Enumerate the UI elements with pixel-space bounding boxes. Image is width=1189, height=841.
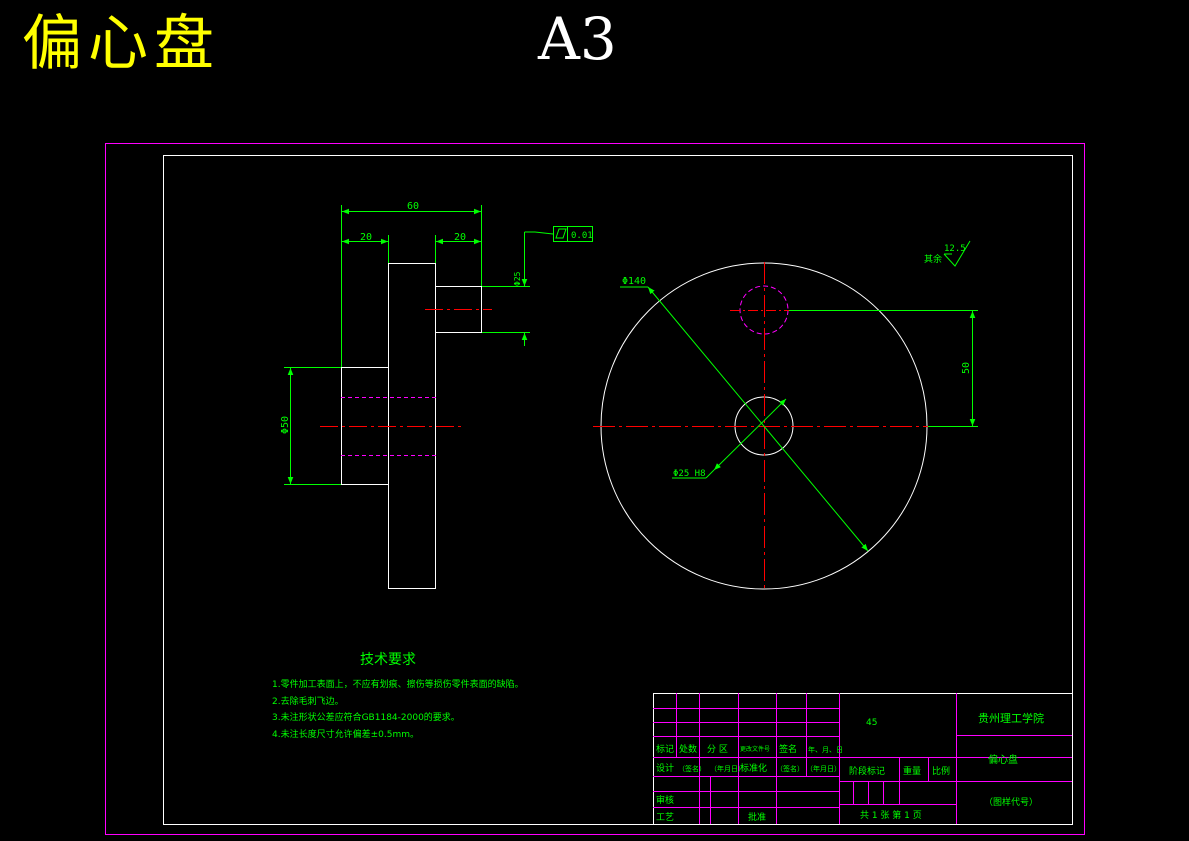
tb-sign1: （签名） — [678, 764, 706, 773]
dim-text-20-right: 20 — [454, 232, 466, 243]
roughness-value: 12.5 — [944, 244, 966, 254]
tb-date1: （年月日） — [710, 764, 745, 773]
tb-craft: 工艺 — [656, 812, 674, 823]
dim-line-dia-25 — [713, 398, 787, 471]
tb-sign2: （签名） — [776, 764, 804, 773]
tb-drawing-name: 偏心盘 — [988, 753, 1018, 766]
tb-sign: 签名 — [779, 743, 797, 755]
tb-mark: 标记 — [656, 743, 674, 755]
dim-text-60: 60 — [407, 201, 419, 212]
tb-material: 45 — [866, 718, 877, 728]
tb-sheets: 共 1 张 第 1 页 — [860, 809, 922, 821]
tb-date2: （年月日） — [806, 764, 841, 773]
dim-text-pin: Φ25 — [513, 271, 522, 286]
dim-text-20-left: 20 — [360, 232, 372, 243]
tb-school: 贵州理工学院 — [978, 711, 1044, 725]
dim-text-dia-25: Φ25 H8 — [673, 469, 706, 479]
leader — [705, 469, 715, 479]
flatness-frame — [553, 226, 593, 242]
part-name-heading: 偏心盘 — [22, 9, 220, 79]
flatness-symbol-icon — [555, 228, 567, 239]
tb-change-doc: 更改文件号 — [740, 745, 770, 753]
dim-text-dia-140: Φ140 — [622, 276, 646, 287]
flatness-leader — [524, 231, 554, 235]
roughness-note: 其余 — [924, 253, 942, 265]
tb-date: 年、月、日 — [808, 745, 843, 754]
dim-text-offset: 50 — [961, 362, 972, 374]
tb-drawing-code: （图样代号） — [984, 796, 1038, 808]
dim-text-50: Φ50 — [280, 416, 291, 434]
tech-requirement-item: 1.零件加工表面上，不应有划痕、擦伤等损伤零件表面的缺陷。 — [272, 678, 524, 690]
paper-size-heading: A3 — [538, 5, 617, 73]
tech-requirement-item: 2.去除毛刺飞边。 — [272, 695, 344, 707]
tb-approve: 批准 — [748, 811, 766, 823]
tb-zone: 分 区 — [707, 744, 728, 755]
tb-review: 审核 — [656, 794, 674, 806]
tb-standard: 标准化 — [740, 762, 767, 774]
side-view — [284, 205, 593, 589]
outer-frame — [105, 143, 1085, 835]
flatness-value: 0.01 — [571, 231, 593, 241]
tb-design: 设计 — [656, 762, 674, 774]
tech-requirement-item: 3.未注形状公差应符合GB1184-2000的要求。 — [272, 711, 460, 723]
tb-weight: 重量 — [903, 765, 921, 777]
roughness-symbol-icon — [943, 240, 971, 267]
tb-stage: 阶段标记 — [849, 765, 885, 777]
front-view — [593, 240, 978, 592]
drawing-border — [163, 155, 1073, 825]
tb-count: 处数 — [679, 743, 697, 755]
tech-requirement-item: 4.未注长度尺寸允许偏差±0.5mm。 — [272, 728, 419, 740]
title-block — [653, 693, 1073, 825]
tech-requirements-title: 技术要求 — [360, 652, 416, 668]
dim-line-dia-140 — [647, 286, 869, 552]
tb-scale: 比例 — [932, 765, 950, 777]
